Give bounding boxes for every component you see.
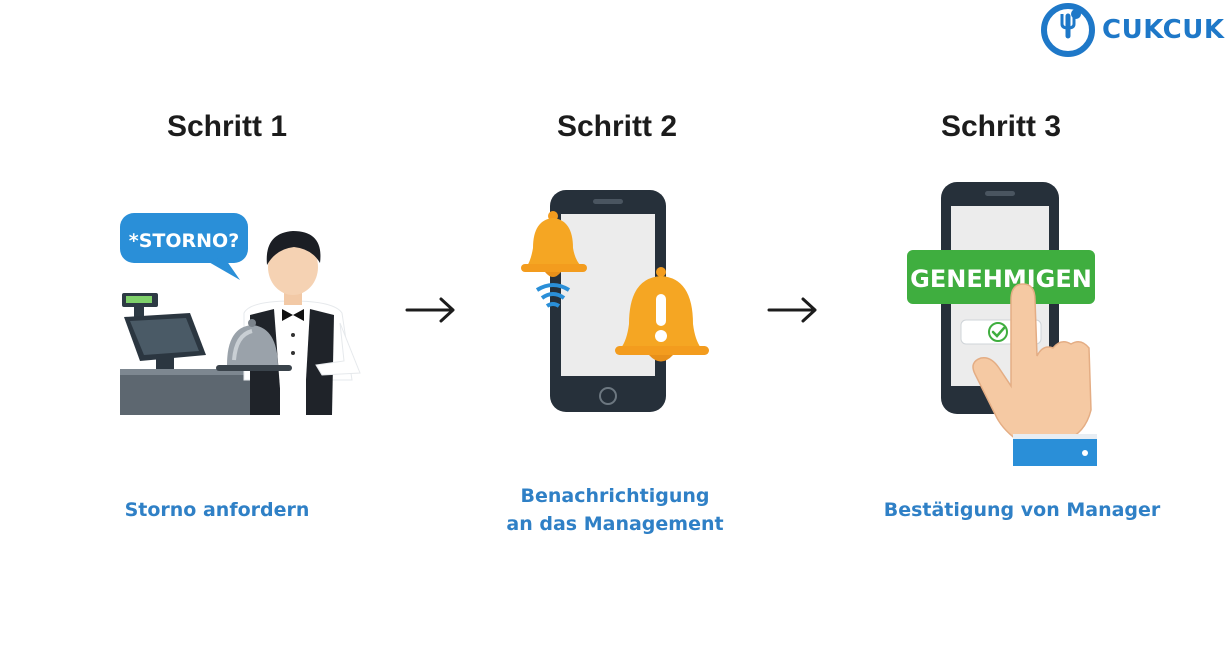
- step-3-caption: Bestätigung von Manager: [858, 496, 1186, 524]
- pointing-hand-icon: [972, 283, 1097, 466]
- approve-button: GENEHMIGEN: [907, 250, 1095, 304]
- caption-line: Bestätigung von Manager: [883, 499, 1161, 521]
- step-2-caption: Benachrichtigung an das Management: [470, 482, 760, 538]
- approve-button-label: GENEHMIGEN: [910, 265, 1092, 293]
- cash-register: [122, 293, 206, 371]
- cloche: [216, 319, 292, 371]
- arrow-right-icon: [767, 297, 817, 323]
- step-1-caption: Storno anfordern: [88, 496, 346, 524]
- speech-bubble: *STORNO?: [120, 213, 248, 280]
- waiter: [243, 231, 361, 415]
- speech-bubble-text: *STORNO?: [129, 230, 239, 252]
- brand-logo: CUKCUK: [1040, 2, 1225, 58]
- step-2-illustration: [521, 190, 709, 412]
- brand-name: CUKCUK: [1102, 15, 1225, 45]
- fork-logo-icon: [1041, 3, 1095, 57]
- step-3-title: Schritt 3: [940, 110, 1062, 143]
- alert-bell-icon: [615, 267, 709, 362]
- checkmark-icon: [991, 326, 1006, 338]
- caption-line: Storno anfordern: [124, 499, 310, 521]
- step-2-title: Schritt 2: [556, 110, 678, 143]
- caption-line: an das Management: [506, 513, 724, 535]
- arrow-right-icon: [405, 297, 455, 323]
- step-1-title: Schritt 1: [166, 110, 288, 143]
- bell-icon: [521, 211, 587, 308]
- step-3-illustration: GENEHMIGEN: [907, 182, 1097, 466]
- caption-line: Benachrichtigung: [520, 485, 710, 507]
- step-1-illustration: *STORNO?: [120, 213, 361, 415]
